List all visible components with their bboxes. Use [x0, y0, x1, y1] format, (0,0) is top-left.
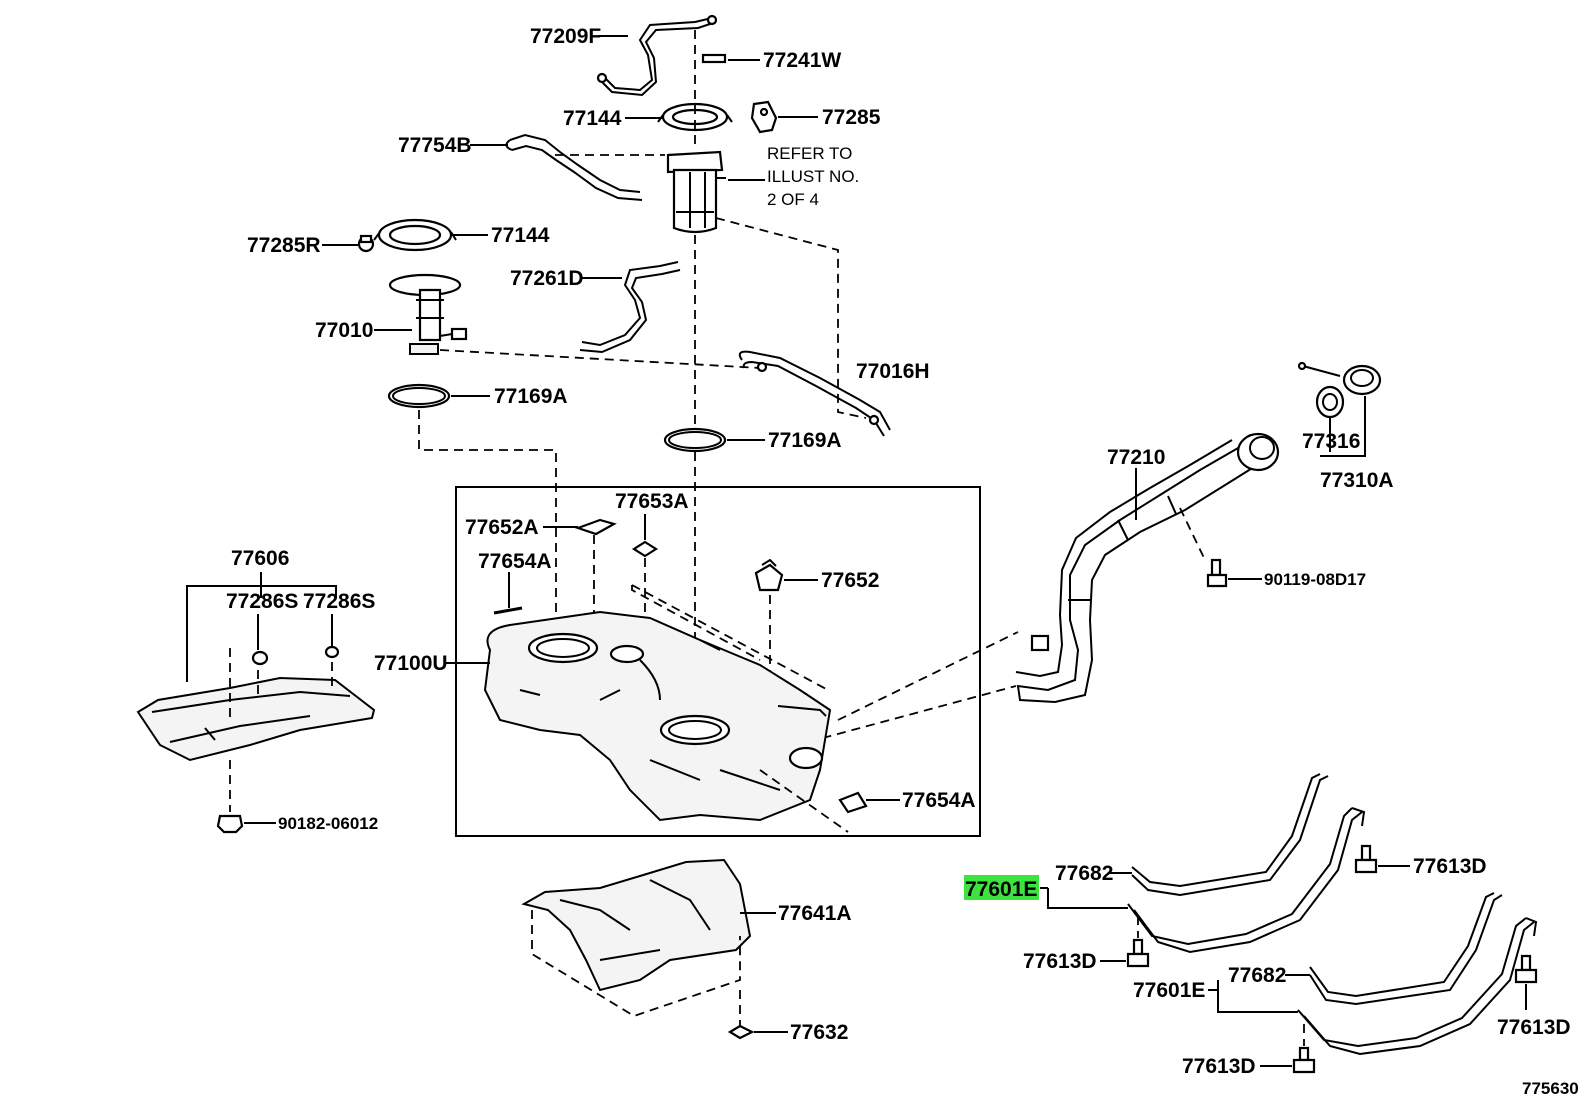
pad-77653A[interactable] — [631, 540, 659, 558]
label-77601E-highlight[interactable]: 77601E — [965, 878, 1037, 901]
label-77652[interactable]: 77652 — [821, 569, 879, 592]
hose-77754B[interactable] — [505, 133, 643, 201]
gasket-77169A-left[interactable] — [387, 383, 451, 409]
label-77209F[interactable]: 77209F — [530, 25, 601, 48]
label-77641A[interactable]: 77641A — [778, 902, 852, 925]
tank-band-77682-top[interactable] — [1131, 773, 1329, 897]
tape-77654A-top[interactable] — [493, 606, 523, 615]
pad-77652A[interactable] — [574, 518, 617, 536]
retainer-ring-77144-left[interactable] — [373, 218, 457, 252]
label-77613D-bottom[interactable]: 77613D — [1182, 1055, 1256, 1078]
filler-pipe-77210[interactable] — [1015, 432, 1280, 704]
label-77169A-left[interactable]: 77169A — [494, 385, 568, 408]
label-77100U[interactable]: 77100U — [374, 652, 448, 675]
label-77654A-top[interactable]: 77654A — [478, 550, 552, 573]
label-90119-08D17[interactable]: 90119-08D17 — [1264, 570, 1366, 589]
label-77241W[interactable]: 77241W — [763, 49, 841, 72]
wire-harness-77209F[interactable] — [596, 14, 718, 97]
label-77210[interactable]: 77210 — [1107, 446, 1165, 469]
heat-insulator-77641A[interactable] — [521, 858, 752, 992]
bolt-77613D-right[interactable] — [1514, 954, 1538, 984]
fuel-pump-module[interactable] — [666, 150, 726, 234]
label-77632[interactable]: 77632 — [790, 1021, 848, 1044]
gasket-77316[interactable] — [1315, 385, 1345, 419]
label-77654A-bottom[interactable]: 77654A — [902, 789, 976, 812]
bolt-77613D-top-right[interactable] — [1354, 844, 1378, 874]
gasket-77169A-center[interactable] — [663, 427, 727, 453]
label-77652A[interactable]: 77652A — [465, 516, 539, 539]
fuel-tank-77100U[interactable] — [483, 610, 832, 822]
fuel-tube-77016H[interactable] — [738, 350, 891, 437]
hose-77261D[interactable] — [579, 261, 681, 354]
label-77016H[interactable]: 77016H — [856, 360, 930, 383]
label-77606[interactable]: 77606 — [231, 547, 289, 570]
label-77144-top[interactable]: 77144 — [563, 107, 622, 130]
label-77682-top[interactable]: 77682 — [1055, 862, 1113, 885]
tank-band-77601E-bottom[interactable] — [1297, 917, 1538, 1056]
label-77286S-b[interactable]: 77286S — [303, 590, 375, 613]
reference-number: 775630 — [1522, 1079, 1579, 1098]
fuel-tank-group-box — [455, 486, 981, 837]
clip-77286S-b[interactable] — [324, 645, 340, 659]
label-77285R[interactable]: 77285R — [247, 234, 321, 257]
label-77601E-bottom[interactable]: 77601E — [1133, 979, 1205, 1002]
bolt-77613D-left[interactable] — [1126, 938, 1150, 968]
label-77682-bottom[interactable]: 77682 — [1228, 964, 1286, 987]
label-77285[interactable]: 77285 — [822, 106, 881, 129]
clip-77632[interactable] — [727, 1024, 755, 1040]
label-77286S-a[interactable]: 77286S — [226, 590, 298, 613]
label-77144-left[interactable]: 77144 — [491, 224, 550, 247]
tank-band-77601E-top[interactable] — [1127, 807, 1366, 954]
label-77169A-center[interactable]: 77169A — [768, 429, 842, 452]
clip-77286S-a[interactable] — [251, 650, 269, 666]
label-77310A[interactable]: 77310A — [1320, 469, 1394, 492]
note-refer-line2: ILLUST NO. — [767, 167, 859, 186]
fuel-sender-77010[interactable] — [388, 273, 468, 355]
fitting-77285R[interactable] — [357, 234, 375, 253]
note-refer-line3: 2 OF 4 — [767, 190, 819, 209]
nut-90182[interactable] — [216, 814, 244, 834]
label-77613D-right[interactable]: 77613D — [1497, 1016, 1571, 1039]
label-77010[interactable]: 77010 — [315, 319, 373, 342]
bolt-77613D-bottom[interactable] — [1292, 1046, 1316, 1074]
note-refer-line1: REFER TO — [767, 144, 852, 163]
bolt-90119[interactable] — [1206, 558, 1228, 588]
fuel-cap-77310A[interactable] — [1297, 361, 1382, 396]
label-77613D-left[interactable]: 77613D — [1023, 950, 1097, 973]
tank-band-77682-bottom[interactable] — [1309, 892, 1503, 1006]
retainer-ring-77144-top[interactable] — [657, 102, 733, 132]
under-cover-77606[interactable] — [136, 676, 376, 762]
label-77261D[interactable]: 77261D — [510, 267, 584, 290]
clamp-77652[interactable] — [754, 558, 784, 592]
label-77316[interactable]: 77316 — [1302, 430, 1360, 453]
tape-77654A-bottom[interactable] — [838, 791, 868, 814]
label-77754B[interactable]: 77754B — [398, 134, 472, 157]
label-77613D-top-right[interactable]: 77613D — [1413, 855, 1487, 878]
label-77653A[interactable]: 77653A — [615, 490, 689, 513]
highlight-box-77601E — [964, 875, 1039, 900]
label-90182-06012[interactable]: 90182-06012 — [278, 814, 378, 833]
clip-77241W[interactable] — [701, 53, 727, 64]
sender-gauge-77285[interactable] — [750, 100, 778, 134]
